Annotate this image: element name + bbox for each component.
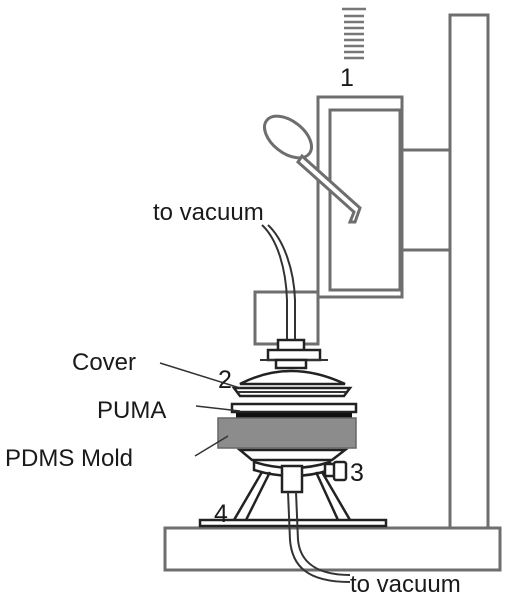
label-part-3: 3 xyxy=(350,459,364,487)
label-part-2: 2 xyxy=(218,366,232,394)
label-cover: Cover xyxy=(72,349,136,376)
label-part-4: 4 xyxy=(214,500,228,528)
label-vacuum-top: to vacuum xyxy=(153,199,264,226)
stand-base xyxy=(163,526,502,572)
leveling-platform xyxy=(198,518,388,528)
screw-thread xyxy=(342,7,366,60)
cover xyxy=(231,369,353,398)
top-fitting xyxy=(260,338,328,370)
knob xyxy=(323,460,348,482)
arm-connector xyxy=(398,148,452,252)
label-part-1: 1 xyxy=(340,64,354,92)
label-pdms-mold: PDMS Mold xyxy=(5,445,133,472)
label-puma: PUMA xyxy=(97,397,166,424)
pdms-mold xyxy=(217,417,357,449)
tripod-legs xyxy=(232,471,352,521)
vacuum-tube-bottom xyxy=(287,491,351,583)
lower-stage xyxy=(236,448,349,494)
stand-column xyxy=(448,13,490,532)
leader-lines xyxy=(159,362,241,457)
upper-plate xyxy=(230,402,358,414)
lever-handle xyxy=(263,114,362,224)
puma-film xyxy=(236,413,352,419)
label-vacuum-bottom: to vacuum xyxy=(350,571,461,598)
vacuum-tube-top xyxy=(261,224,296,345)
